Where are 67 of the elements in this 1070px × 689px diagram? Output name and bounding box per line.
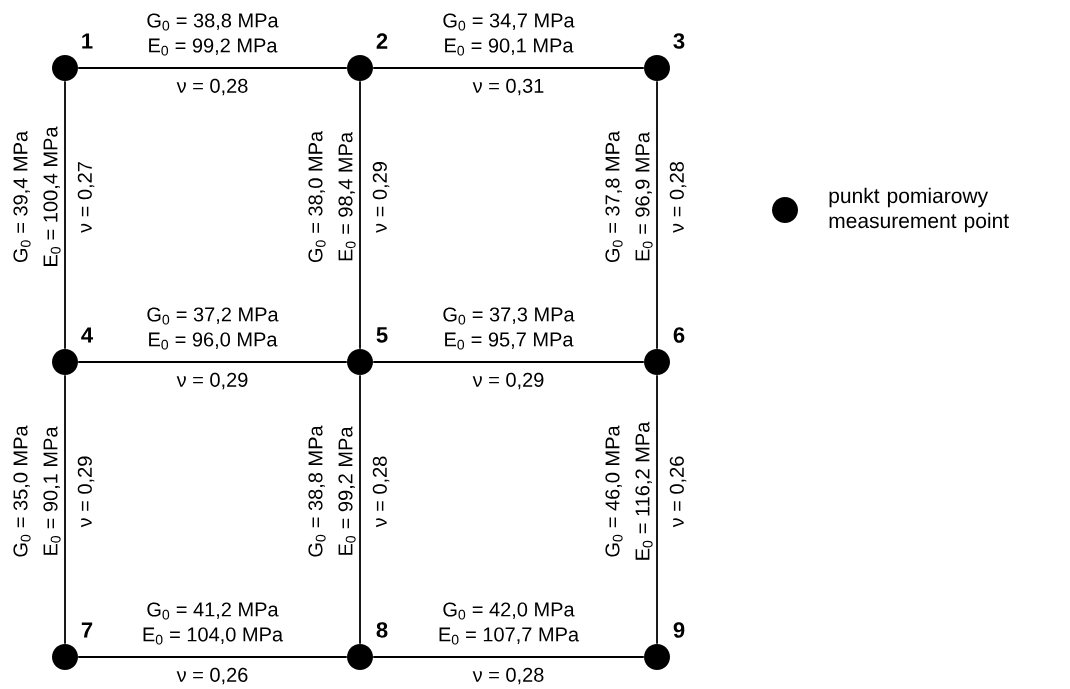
value-label: ν = 0,28: [372, 456, 390, 528]
value-label: ν = 0,29: [77, 456, 95, 528]
value-label: G$_{0}$ = 35,0 MPa: [13, 425, 31, 557]
connecting-line: [359, 374, 361, 645]
value-label: ν = 0,28: [472, 667, 544, 685]
value-label: ν = 0,28: [176, 78, 248, 96]
point-number: 5: [376, 327, 388, 343]
value-label: ν = 0,31: [472, 78, 544, 96]
connecting-line: [77, 67, 348, 69]
value-label: ν = 0,29: [372, 162, 390, 233]
value-label: G$_{0}$ = 46,0 MPa: [605, 425, 623, 557]
value-label: E$_{0}$ = 99,2 MPa: [149, 38, 278, 56]
value-label: ν = 0,29: [472, 372, 544, 390]
connecting-line: [77, 361, 348, 363]
value-label: E$_{0}$ = 107,7 MPa: [439, 627, 580, 645]
value-label: G$_{0}$ = 37,8 MPa: [605, 130, 623, 263]
measurement-point: [644, 349, 670, 375]
value-label: ν = 0,29: [176, 372, 248, 390]
measurement-point: [52, 644, 78, 670]
point-number: 3: [673, 33, 685, 49]
value-label: E$_{0}$ = 99,2 MPa: [338, 426, 356, 555]
measurement-point: [52, 55, 78, 81]
measurement-point: [347, 644, 373, 670]
connecting-line: [359, 80, 361, 350]
connecting-line: [372, 656, 645, 658]
connecting-line: [64, 80, 66, 350]
measurement-point: [52, 349, 78, 375]
value-label: E$_{0}$ = 90,1 MPa: [43, 426, 61, 555]
connecting-line: [372, 361, 645, 363]
value-label: ν = 0,26: [176, 667, 248, 685]
value-label: ν = 0,26: [669, 456, 687, 528]
measurement-point: [644, 644, 670, 670]
point-number: 4: [81, 327, 93, 343]
point-number: 1: [82, 33, 93, 49]
value-label: ν = 0,28: [669, 162, 687, 233]
value-label: E$_{0}$ = 100,4 MPa: [43, 126, 61, 266]
measurement-point: [347, 55, 373, 81]
value-label: G$_{0}$ = 38,0 MPa: [308, 130, 326, 263]
connecting-line: [77, 656, 348, 658]
value-label: E$_{0}$ = 104,0 MPa: [143, 627, 284, 645]
connecting-line: [64, 374, 66, 645]
value-label: G$_{0}$ = 37,2 MPa: [147, 307, 279, 325]
legend-text: punkt pomiarowy measurement point: [829, 187, 1009, 233]
value-label: E$_{0}$ = 116,2 MPa: [635, 421, 653, 560]
value-label: G$_{0}$ = 38,8 MPa: [308, 425, 326, 557]
point-number: 8: [376, 622, 388, 638]
value-label: E$_{0}$ = 95,7 MPa: [445, 332, 574, 350]
value-label: G$_{0}$ = 34,7 MPa: [443, 13, 575, 31]
value-label: E$_{0}$ = 96,9 MPa: [635, 132, 653, 261]
value-label: G$_{0}$ = 37,3 MPa: [443, 307, 575, 325]
value-label: E$_{0}$ = 96,0 MPa: [149, 332, 278, 350]
measurement-point: [347, 349, 373, 375]
value-label: G$_{0}$ = 39,4 MPa: [13, 130, 31, 263]
value-label: G$_{0}$ = 38,8 MPa: [147, 13, 279, 31]
connecting-line: [656, 374, 658, 645]
point-number: 6: [673, 327, 685, 343]
point-number: 2: [376, 33, 388, 49]
value-label: ν = 0,27: [77, 162, 95, 233]
value-label: G$_{0}$ = 42,0 MPa: [443, 602, 575, 620]
connecting-line: [372, 67, 645, 69]
connecting-line: [656, 80, 658, 350]
value-label: E$_{0}$ = 98,4 MPa: [338, 132, 356, 261]
value-label: G$_{0}$ = 41,2 MPa: [147, 602, 279, 620]
point-number: 7: [81, 622, 93, 638]
value-label: E$_{0}$ = 90,1 MPa: [445, 38, 574, 56]
measurement-point: [644, 55, 670, 81]
point-number: 9: [673, 622, 685, 638]
